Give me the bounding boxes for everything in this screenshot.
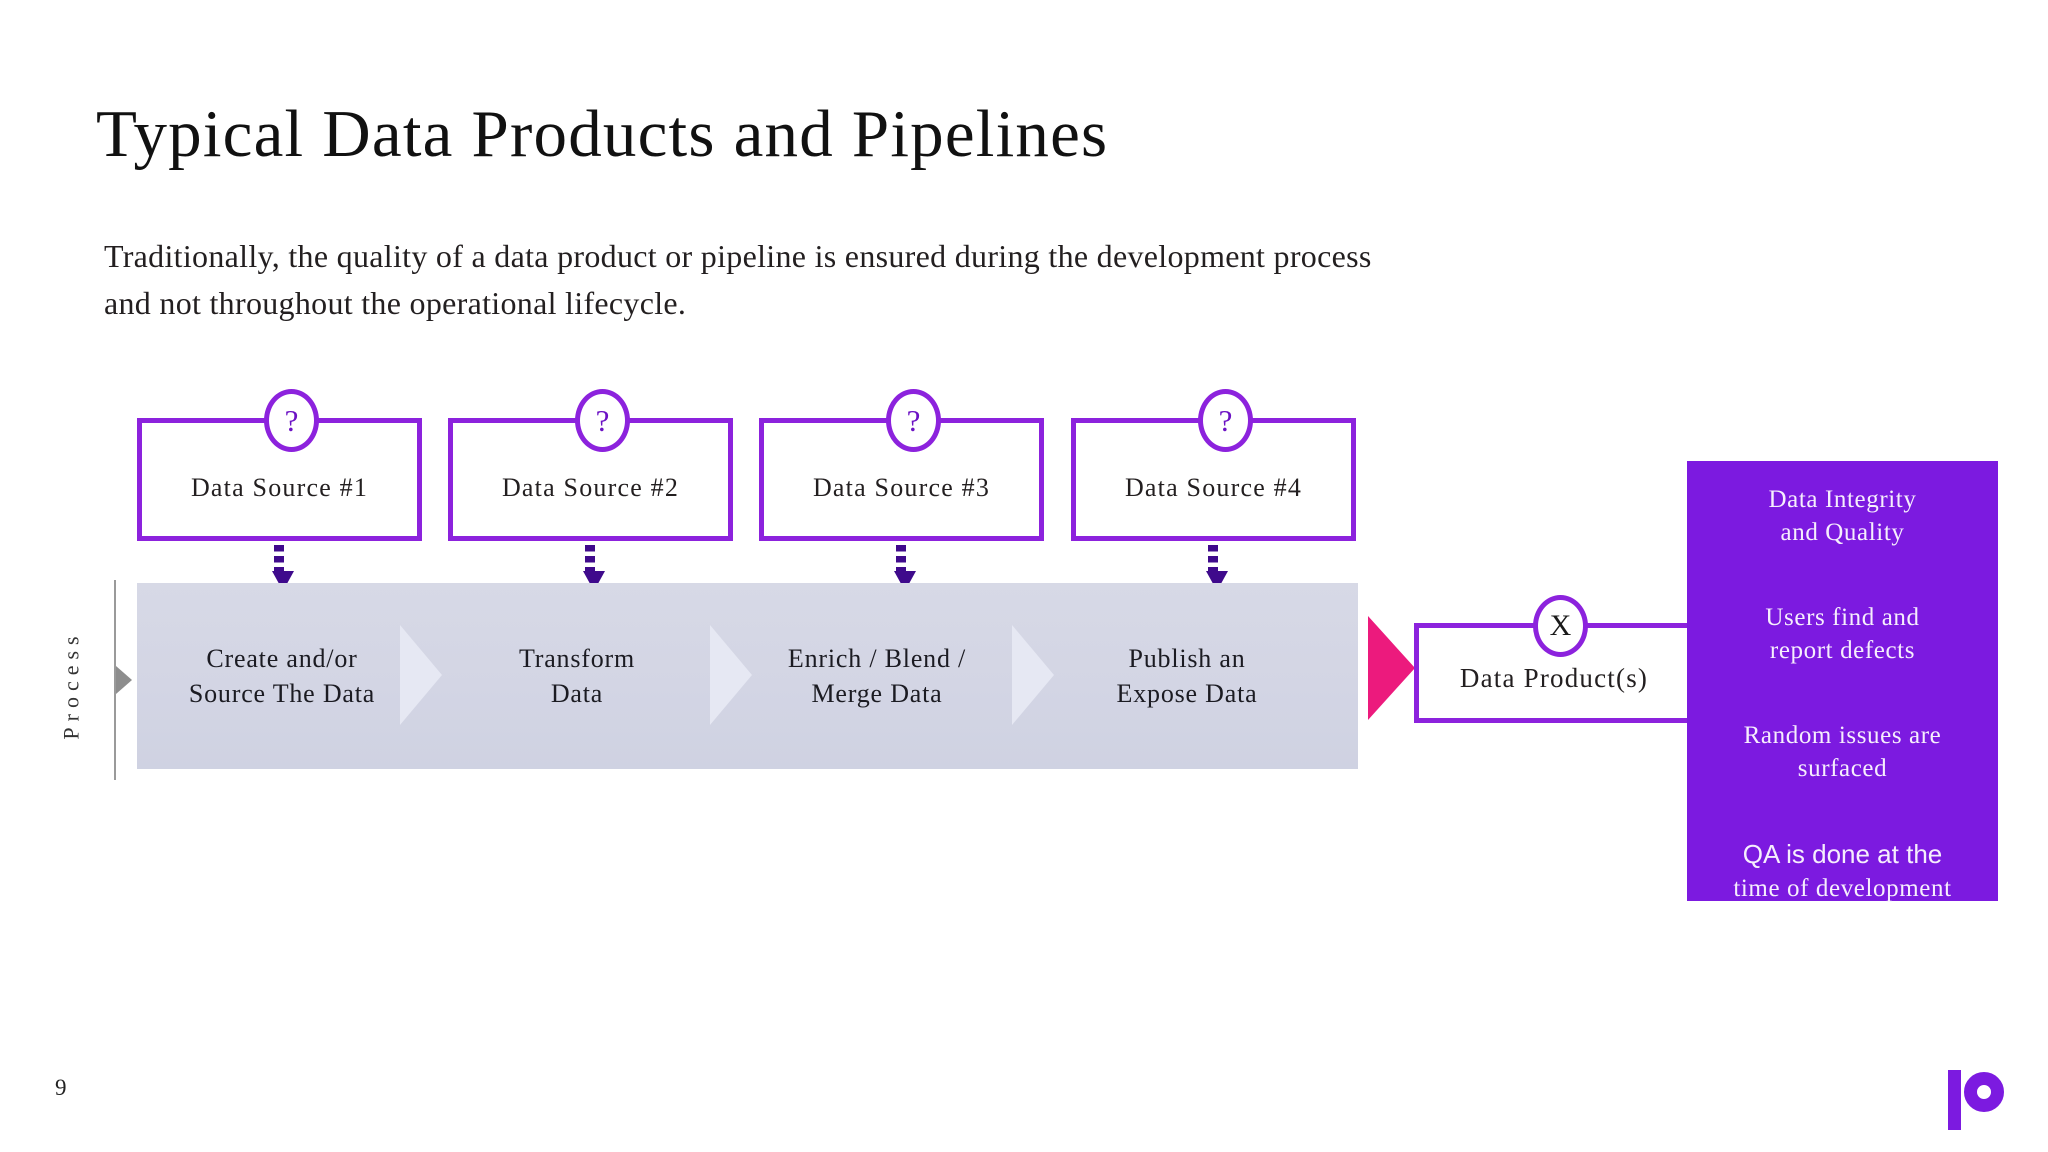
data-source-box-3[interactable]: ? Data Source #3 bbox=[759, 389, 1044, 541]
process-stage-3[interactable]: Enrich / Blend / Merge Data bbox=[727, 583, 1027, 769]
process-axis-label-text: Process bbox=[59, 630, 84, 740]
stage-line-1: Create and/or bbox=[206, 643, 358, 673]
question-badge-icon: ? bbox=[1198, 389, 1253, 452]
logo-ring bbox=[1964, 1072, 2004, 1112]
stage-line-1: Transform bbox=[518, 643, 636, 673]
data-product-label: Data Product(s) bbox=[1459, 663, 1649, 693]
info-line-row1: Users find and bbox=[1765, 604, 1920, 631]
process-axis-line bbox=[114, 580, 116, 780]
data-source-label: Data Source #4 bbox=[1124, 473, 1303, 502]
stage-line-2: Merge Data bbox=[811, 679, 943, 708]
question-badge-icon: ? bbox=[264, 389, 319, 452]
chevron-separator-icon bbox=[710, 625, 752, 725]
chevron-separator-icon bbox=[400, 625, 442, 725]
data-product-box[interactable]: X Data Product(s) bbox=[1414, 595, 1694, 723]
subtitle-text: Traditionally, the quality of a data pro… bbox=[104, 238, 1372, 322]
page-number: 9 bbox=[55, 1075, 67, 1100]
chevron-separator-icon bbox=[1012, 625, 1054, 725]
page-title: Typical Data Products and Pipelines bbox=[96, 97, 1109, 171]
data-source-box-2[interactable]: ? Data Source #2 bbox=[448, 389, 733, 541]
data-source-label: Data Source #3 bbox=[812, 473, 991, 502]
p-logo bbox=[1944, 1062, 2006, 1130]
stage-line-1: Enrich / Blend / bbox=[787, 643, 967, 673]
data-source-label: Data Source #1 bbox=[190, 473, 369, 502]
pink-right-arrow-icon bbox=[1368, 616, 1415, 720]
process-axis-arrow-icon bbox=[116, 666, 132, 694]
process-axis-label: Process bbox=[48, 590, 96, 780]
info-line-row2: report defects bbox=[1769, 637, 1916, 664]
info-line-row1: QA is done at the bbox=[1742, 839, 1943, 869]
process-stage-4[interactable]: Publish an Expose Data bbox=[1037, 583, 1337, 769]
info-panel-item-3: Random issues are surfaced bbox=[1701, 719, 1984, 785]
stage-line-2: Source The Data bbox=[188, 679, 376, 708]
data-source-box-1[interactable]: ? Data Source #1 bbox=[137, 389, 422, 541]
info-line-row1: Random issues are bbox=[1743, 722, 1942, 749]
data-source-label: Data Source #2 bbox=[501, 473, 680, 502]
data-source-box-4[interactable]: ? Data Source #4 bbox=[1071, 389, 1356, 541]
info-panel: Data Integrity and Quality Users find an… bbox=[1687, 461, 1998, 902]
stage-line-2: Expose Data bbox=[1116, 679, 1258, 708]
logo-bar bbox=[1948, 1070, 1961, 1130]
x-badge-icon: X bbox=[1533, 595, 1588, 657]
info-panel-item-2: Users find and report defects bbox=[1701, 601, 1984, 667]
info-line-row2: time of development bbox=[1733, 875, 1952, 902]
info-line-row2: and Quality bbox=[1780, 519, 1905, 546]
info-line-row1: Data Integrity bbox=[1768, 486, 1917, 513]
info-line-row2: surfaced bbox=[1797, 755, 1888, 782]
question-badge-icon: ? bbox=[886, 389, 941, 452]
info-panel-item-1: Data Integrity and Quality bbox=[1701, 483, 1984, 549]
info-panel-item-4: QA is done at the time of development bbox=[1701, 837, 1984, 905]
stage-line-1: Publish an bbox=[1128, 643, 1246, 673]
question-badge-icon: ? bbox=[575, 389, 630, 452]
stage-line-2: Data bbox=[550, 679, 604, 708]
